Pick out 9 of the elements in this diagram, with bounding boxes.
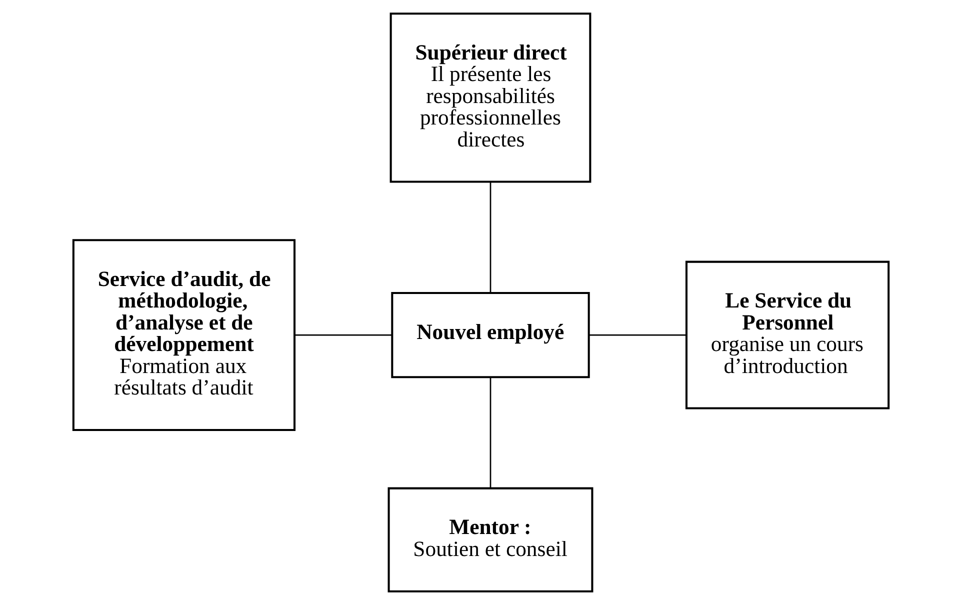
connector: [589, 334, 686, 336]
connector: [490, 378, 492, 488]
connector: [490, 182, 492, 293]
node-box: Service d’audit, de méthodologie, d’analyse et de développement Formation aux résultats d’audit: [72, 239, 296, 432]
connector: [294, 334, 392, 336]
node-box: Le Service du Personnel organise un cours d’introduction: [685, 260, 890, 410]
node-box: Mentor : Soutien et conseil: [388, 487, 594, 592]
node-box: Nouvel employé: [391, 292, 590, 378]
node-box: Supérieur direct Il présente les responsabilités professionnelles directes: [390, 12, 592, 183]
